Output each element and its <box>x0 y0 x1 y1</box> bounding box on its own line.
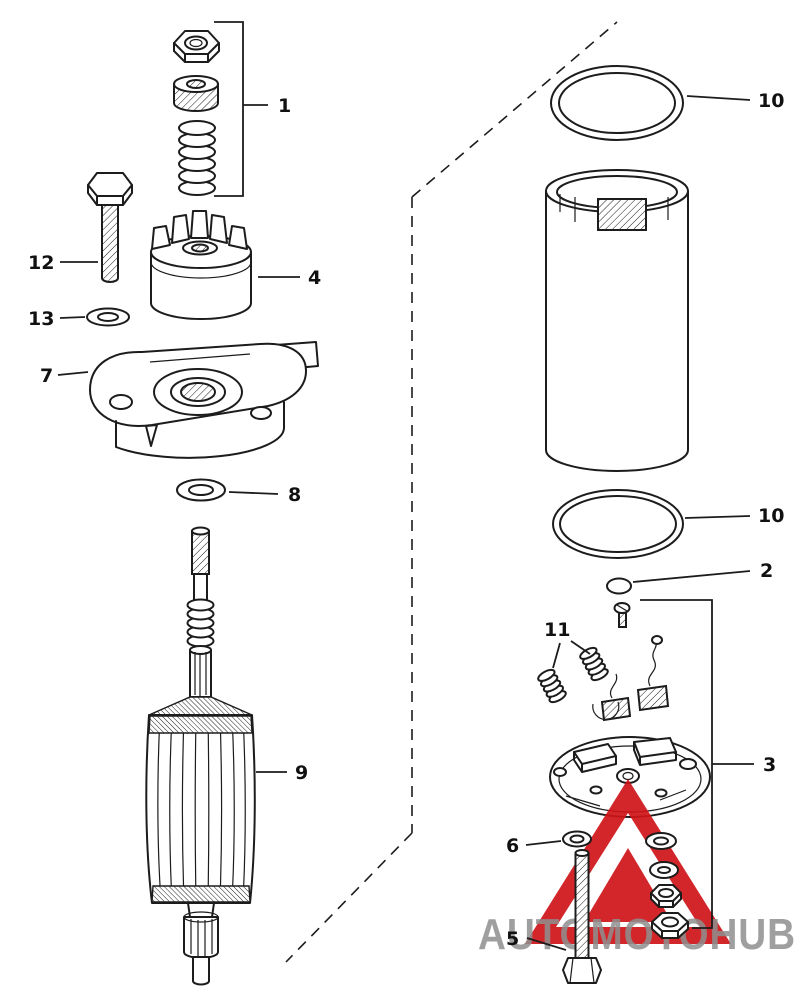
part-brushes <box>592 635 670 722</box>
part-washer-13 <box>86 307 130 327</box>
part-hex-nut <box>173 30 220 63</box>
part-washer-6 <box>562 830 592 848</box>
part-oring-bottom <box>552 489 684 559</box>
callout-5: 5 <box>506 928 519 950</box>
part-brush-springs <box>537 646 609 704</box>
callout-3-bracket <box>640 599 754 929</box>
callout-11-leaders <box>552 640 591 669</box>
part-end-cap <box>549 736 711 818</box>
callout-10b: 10 <box>758 505 784 527</box>
callout-10a-leader <box>686 95 751 101</box>
part-oring-top <box>550 65 684 141</box>
callout-2: 2 <box>760 560 773 582</box>
callout-4: 4 <box>308 267 321 289</box>
part-seal-disc <box>606 577 632 595</box>
callout-13-leader <box>59 316 86 319</box>
part-washer-8 <box>176 478 226 502</box>
callout-7-leader <box>57 371 89 376</box>
callout-7: 7 <box>40 365 53 387</box>
callout-11: 11 <box>544 619 570 641</box>
callout-3: 3 <box>763 754 776 776</box>
part-motor-housing <box>545 169 689 472</box>
part-spacer-bushing <box>173 75 219 112</box>
part-drive-pinion <box>150 210 252 320</box>
watermark-text: AUTOMOTOHUB <box>478 910 796 959</box>
part-terminal-screw <box>613 602 631 628</box>
callout-6: 6 <box>506 835 519 857</box>
callout-9: 9 <box>295 762 308 784</box>
callout-13: 13 <box>28 308 54 330</box>
callout-12: 12 <box>28 252 54 274</box>
callout-8-leader <box>228 491 279 495</box>
callout-2-leader <box>632 570 751 583</box>
callout-1: 1 <box>278 95 291 117</box>
part-armature <box>145 526 256 986</box>
callout-10b-leader <box>684 515 751 519</box>
boundary-dashed-lines <box>285 21 618 963</box>
part-terminal-hardware <box>645 832 689 939</box>
part-drive-spring <box>178 120 216 196</box>
callout-1-bracket <box>214 21 268 197</box>
callout-10a: 10 <box>758 90 784 112</box>
callout-6-leader <box>525 840 562 846</box>
part-through-bolt <box>562 849 602 984</box>
part-bolt-12 <box>87 172 133 283</box>
callout-5-leader <box>526 937 567 951</box>
callout-8: 8 <box>288 484 301 506</box>
part-mount-bracket <box>89 341 319 459</box>
